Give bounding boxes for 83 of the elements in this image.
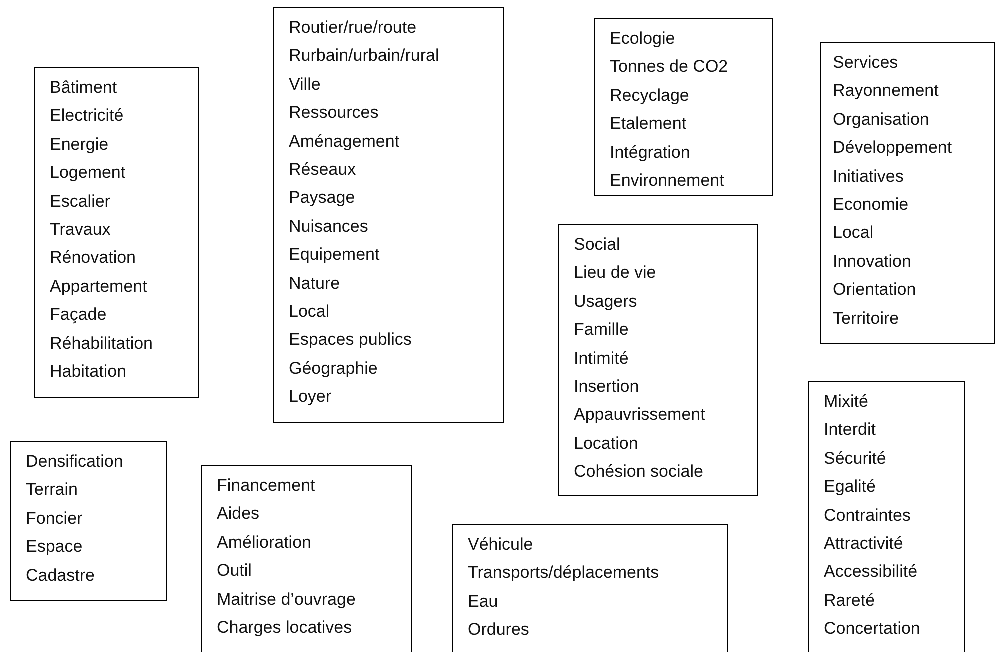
keyword: Véhicule (468, 534, 534, 556)
keyword: Local (289, 301, 331, 324)
keyword: Rénovation (50, 247, 138, 270)
keyword: Loyer (289, 386, 333, 408)
keyword: Escalier (50, 190, 112, 213)
keyword: Lieu de vie (574, 262, 658, 284)
keyword: Intimité (574, 348, 630, 370)
keyword: Usagers (574, 290, 638, 313)
keyword: Outil (217, 560, 253, 582)
keyword: Façade (50, 304, 108, 326)
keyword: Charges locatives (217, 617, 354, 640)
keyword: Initiatives (833, 166, 905, 188)
keyword: Travaux (50, 219, 112, 242)
keyword: Bâtiment (50, 77, 118, 99)
keyword: Recyclage (610, 84, 690, 107)
keyword: Appartement (50, 276, 148, 298)
keyword: Famille (574, 319, 630, 342)
keyword: Social (574, 234, 622, 256)
keyword: Economie (833, 194, 910, 216)
word-list-box (820, 42, 995, 344)
word-list-box (10, 441, 167, 601)
keyword: Aménagement (289, 130, 401, 153)
keyword: Densification (26, 451, 124, 473)
keyword: Egalité (824, 476, 877, 498)
keyword: Organisation (833, 108, 930, 131)
keyword: Mixité (824, 391, 870, 413)
keyword: Amélioration (217, 532, 312, 554)
word-list-box (452, 524, 728, 652)
keyword: Ordures (468, 619, 530, 642)
keyword: Rareté (824, 590, 876, 612)
keyword: Orientation (833, 279, 918, 302)
keyword: Terrain (26, 479, 79, 502)
keyword: Environnement (610, 170, 726, 192)
keyword: Interdit (824, 419, 877, 442)
keyword: Insertion (574, 376, 640, 398)
keyword: Maitrise d’ouvrage (217, 588, 357, 611)
keyword: Développement (833, 137, 954, 160)
keyword: Eau (468, 590, 500, 613)
keyword: Habitation (50, 361, 128, 384)
keyword: Routier/rue/route (289, 17, 418, 39)
keyword: Services (833, 52, 900, 74)
keyword: Territoire (833, 308, 900, 330)
keyword: Ecologie (610, 28, 676, 50)
keyword: Cadastre (26, 564, 96, 587)
keyword: Nature (289, 272, 342, 295)
keyword: Tonnes de CO2 (610, 56, 730, 78)
keyword: Aides (217, 503, 261, 526)
keyword: Energie (50, 134, 110, 156)
word-list-box (808, 381, 965, 652)
word-list-box (558, 224, 758, 496)
keyword: Paysage (289, 187, 356, 210)
keyword: Appauvrissement (574, 404, 706, 426)
word-list-box (201, 465, 412, 652)
keyword: Espace (26, 536, 84, 558)
word-list-box (273, 7, 504, 423)
keyword: Accessibilité (824, 561, 919, 584)
keyword: Ressources (289, 102, 380, 124)
keyword: Espaces publics (289, 329, 413, 352)
keyword: Transports/déplacements (468, 562, 660, 584)
keyword: Attractivité (824, 533, 904, 556)
keyword: Rurbain/urbain/rural (289, 45, 440, 68)
keyword: Réseaux (289, 159, 358, 182)
keyword: Intégration (610, 142, 692, 164)
keyword: Logement (50, 162, 127, 184)
word-list-box (34, 67, 199, 398)
keyword: Nuisances (289, 216, 370, 238)
keyword: Electricité (50, 105, 125, 128)
keyword: Concertation (824, 618, 922, 640)
keyword: Cohésion sociale (574, 461, 704, 484)
keyword: Equipement (289, 244, 381, 266)
keyword: Local (833, 222, 875, 244)
keyword: Sécurité (824, 448, 888, 470)
keyword: Location (574, 432, 640, 455)
keyword: Etalement (610, 113, 688, 136)
keyword: Réhabilitation (50, 332, 154, 355)
keyword: Financement (217, 475, 316, 497)
word-list-box (594, 18, 773, 196)
keyword: Innovation (833, 250, 912, 273)
keyword: Foncier (26, 508, 84, 530)
keyword: Ville (289, 74, 322, 96)
keyword: Rayonnement (833, 80, 940, 102)
keyword: Contraintes (824, 504, 912, 527)
keyword: Géographie (289, 358, 379, 380)
